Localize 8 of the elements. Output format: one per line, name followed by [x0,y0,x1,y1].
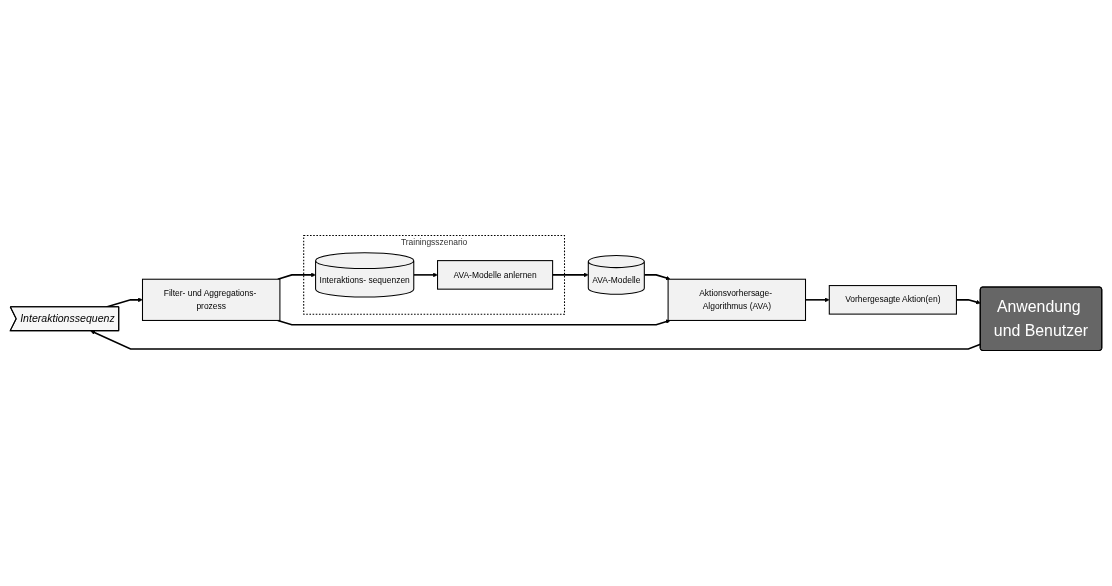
node-box: Vorhergesagte Aktion(en) [828,285,957,315]
arrow [412,272,438,278]
arrow [643,274,671,281]
node-box: AVA-Modelle anlernen [437,260,554,290]
arrow [277,272,316,281]
node-box: Filter- und Aggregations- prozess [141,278,281,321]
node-box: Aktionsvorhersage- Algorithmus (AVA) [667,278,807,321]
arrow [277,319,671,326]
